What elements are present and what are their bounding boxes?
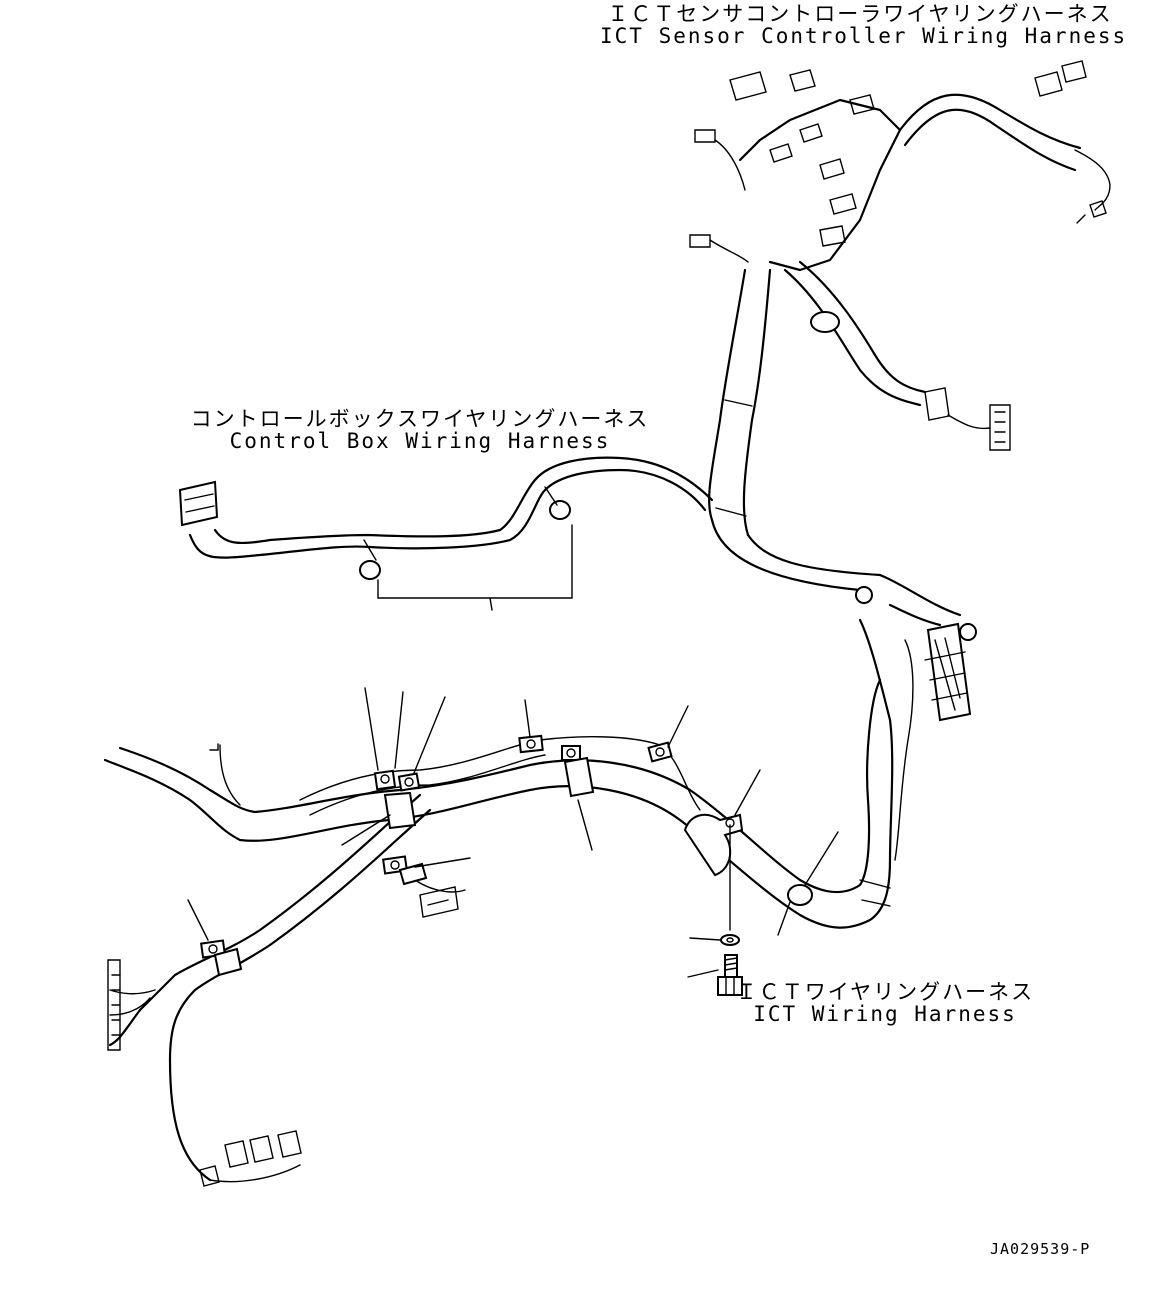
leader-lines bbox=[187, 687, 839, 978]
ict-sensor-controller-harness-label-jp: ＩＣＴセンサコントローラワイヤリングハーネス bbox=[607, 2, 1113, 26]
washer-icon bbox=[720, 934, 740, 946]
ict-wiring-harness-label-en: ICT Wiring Harness bbox=[753, 1002, 1017, 1026]
ict-wiring-harness-label-jp: ＩＣＴワイヤリングハーネス bbox=[735, 980, 1035, 1004]
control-box-harness-label-jp: コントロールボックスワイヤリングハーネス bbox=[190, 407, 650, 431]
control-box-harness-label-en: Control Box Wiring Harness bbox=[229, 429, 611, 453]
ict-sensor-controller-harness-label: ＩＣＴセンサコントローラワイヤリングハーネス ICT Sensor Contro… bbox=[600, 2, 1128, 48]
fastener-group bbox=[717, 824, 743, 996]
ict-wiring-harness bbox=[103, 586, 977, 1187]
clamp-group bbox=[200, 734, 813, 977]
bolt-icon bbox=[717, 954, 743, 996]
drawing-code: JA029539-P bbox=[990, 1240, 1091, 1258]
ict-sensor-controller-harness-label-en: ICT Sensor Controller Wiring Harness bbox=[600, 24, 1128, 48]
ict-sensor-controller-harness bbox=[689, 60, 1111, 627]
control-box-harness bbox=[178, 456, 714, 611]
control-box-harness-label: コントロールボックスワイヤリングハーネス Control Box Wiring … bbox=[190, 408, 650, 452]
ict-wiring-harness-label: ＩＣＴワイヤリングハーネス ICT Wiring Harness bbox=[735, 981, 1035, 1025]
